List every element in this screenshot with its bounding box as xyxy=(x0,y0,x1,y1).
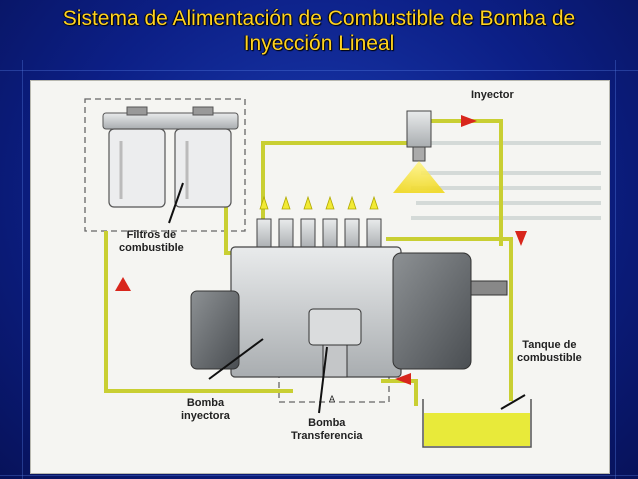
injection-pump-label: Bomba inyectora xyxy=(181,397,230,423)
fuel-lines xyxy=(104,119,513,406)
fuel-line-left-return xyxy=(104,231,293,393)
flow-arrow-up-icon xyxy=(115,277,131,291)
background-grid-line xyxy=(615,60,616,479)
flow-arrow-left-icon xyxy=(395,373,411,385)
flow-arrow-right-icon xyxy=(461,115,477,127)
background-text-faded xyxy=(411,141,601,220)
injection-pump-label-line-1: Bomba xyxy=(186,397,225,409)
slide-title-line-1: Sistema de Alimentación de Combustible d… xyxy=(62,7,576,30)
injector xyxy=(393,110,445,193)
fuel-tank xyxy=(422,399,532,448)
fuel-tank-label-line-2: combustible xyxy=(517,352,582,364)
fuel-line-injector-return xyxy=(431,119,503,246)
flow-arrows xyxy=(115,115,527,385)
delivery-valves xyxy=(256,218,382,250)
fuel-filters-label-line-1: Filtros de xyxy=(126,229,177,241)
transfer-pump-label-line-2: Transferencia xyxy=(291,430,363,442)
fuel-filters-label-line-2: combustible xyxy=(119,242,184,254)
fuel-line-tank-supply xyxy=(381,379,418,406)
transfer-pump xyxy=(308,308,362,378)
fuel-filters-label: Filtros de combustible xyxy=(119,229,184,255)
section-marker-a: A xyxy=(329,394,336,404)
background-grid-line xyxy=(0,475,638,476)
background-grid-line xyxy=(22,60,23,479)
filters-dashed-box xyxy=(84,98,246,232)
injector-label: Inyector xyxy=(471,89,514,101)
fuel-tank-label-line-1: Tanque de xyxy=(522,339,577,351)
fuel-line-right-side xyxy=(386,237,513,401)
fuel-line-top-loop xyxy=(261,127,415,229)
injection-pump-label-line-2: inyectora xyxy=(181,410,230,422)
fuel-tank-label: Tanque de combustible xyxy=(517,339,582,365)
transfer-pump-label: Bomba Transferencia xyxy=(291,417,363,443)
injection-spray-arrows xyxy=(259,195,379,210)
label-pointers xyxy=(168,182,526,414)
slide-title-line-2: Inyección Lineal xyxy=(243,32,395,55)
fuel-system-diagram xyxy=(84,98,601,448)
diagram-panel: Inyector Filtros de combustible Tanque d… xyxy=(30,80,610,474)
slide-title: Sistema de Alimentación de Combustible d… xyxy=(0,6,638,56)
fuel-line-filter-to-pump xyxy=(224,201,236,255)
fuel-filters xyxy=(102,106,239,208)
transfer-pump-label-line-1: Bomba xyxy=(308,417,346,429)
background-grid-line xyxy=(0,70,638,71)
flow-arrow-down-icon xyxy=(515,231,527,246)
